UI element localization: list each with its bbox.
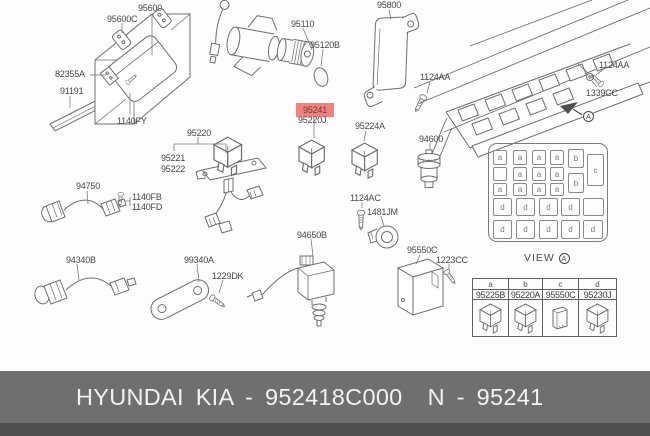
- label-1140FB: 1140FB: [132, 192, 162, 202]
- legend-part-b: 95220A: [509, 290, 543, 300]
- drawing-bolt-1124AC: [356, 209, 366, 231]
- label-99340A: 99340A: [184, 255, 214, 265]
- label-1140FD: 1140FD: [132, 202, 163, 212]
- legend-icon-relay-b: [509, 300, 543, 336]
- legend-header-d: d: [579, 279, 616, 290]
- drawing-arrow-view-a: [560, 102, 583, 116]
- drawing-solenoid-94650B: [246, 255, 335, 327]
- label-94650B: 94650B: [297, 230, 327, 240]
- label-95220: 95220: [187, 128, 212, 138]
- relay-legend-table: a b c d 95225B 95220A 95550C 95230J: [472, 278, 617, 337]
- drawing-sensor-94600: [417, 149, 441, 188]
- view-label: VIEW: [524, 252, 555, 264]
- label-95221: 95221: [161, 153, 186, 163]
- drawing-cover-bracket-95800: [363, 13, 420, 107]
- legend-icon-relay-d: [579, 300, 616, 336]
- relay-slot-b: b: [568, 149, 584, 168]
- label-1124AC: 1124AC: [350, 193, 381, 203]
- label-1124AA-left: 1124AA: [420, 72, 451, 82]
- label-94750: 94750: [76, 181, 101, 191]
- label-1124AA-right: 1124AA: [599, 60, 630, 70]
- footer-banner: HYUNDAI KIA - 952418C000 N - 95241: [0, 371, 650, 423]
- view-a-marker: A: [583, 111, 594, 122]
- relay-slot-b: b: [568, 173, 584, 193]
- relay-slot-a: a: [532, 183, 546, 196]
- drawing-unit-95550C: [396, 258, 445, 316]
- relay-slot-d: d: [583, 220, 603, 239]
- label-1229DK: 1229DK: [212, 271, 244, 281]
- banner-make-part: HYUNDAI KIA - 952418C000: [76, 383, 403, 410]
- drawing-cable-94750: [41, 198, 127, 223]
- label-1481JM: 1481JM: [367, 207, 398, 217]
- view-caption: VIEW A: [524, 252, 570, 264]
- relay-slot-d: d: [516, 198, 535, 216]
- relay-slot-d: d: [516, 220, 535, 239]
- relay-slot-d: d: [539, 198, 558, 216]
- relay-slot-a: a: [493, 183, 507, 196]
- label-95220J: 95220J: [298, 115, 327, 125]
- view-a-circle: A: [558, 252, 570, 264]
- drawing-relay-95224A: [351, 142, 378, 179]
- footer-banner-strip: [0, 423, 650, 436]
- relay-slot-a: a: [532, 167, 546, 181]
- diagram-line-art: [34, 0, 650, 327]
- label-1223CC: 1223CC: [436, 255, 468, 265]
- relay-slot-c: c: [587, 154, 604, 186]
- relay-slot-a: a: [493, 150, 507, 165]
- label-95550C: 95550C: [407, 245, 438, 255]
- drawing-ignition-coil-antenna-95110: [209, 0, 315, 77]
- label-1140FY: 1140FY: [117, 116, 147, 126]
- drawing-screw-1223CC: [442, 268, 458, 286]
- relay-slot-d: d: [561, 220, 580, 239]
- drawing-bolt-1229DK: [208, 293, 227, 310]
- relay-panel-view-a: a a a a a a a a a a a b b c d d d d d d …: [488, 143, 608, 242]
- drawing-clamp-1481JM: [367, 225, 399, 249]
- label-95120B: 95120B: [310, 40, 340, 50]
- relay-slot-a: a: [550, 167, 564, 181]
- label-82355A: 82355A: [55, 69, 85, 79]
- drawing-relay-assembly-95220: [195, 136, 267, 234]
- label-95600: 95600: [138, 3, 163, 13]
- label-95110: 95110: [291, 19, 315, 29]
- relay-slot-a: a: [513, 150, 527, 165]
- label-95222: 95222: [161, 164, 186, 174]
- drawing-bracket-99340A: [150, 279, 210, 320]
- legend-icon-relay-a: [473, 300, 509, 336]
- relay-slot-a: a: [513, 167, 527, 181]
- legend-part-a: 95225B: [473, 290, 509, 300]
- legend-part-c: 95550C: [543, 290, 579, 300]
- banner-part-number: N - 95241: [427, 383, 544, 410]
- highlight-95241: 95241: [296, 103, 334, 117]
- relay-slot-d: d: [539, 220, 558, 239]
- legend-header-a: a: [473, 279, 509, 290]
- relay-slot-a: a: [513, 183, 527, 196]
- relay-slot-d: d: [493, 198, 512, 216]
- label-95224A: 95224A: [355, 121, 385, 131]
- drawing-relay-95241: [298, 139, 325, 176]
- relay-slot-a: a: [532, 150, 546, 165]
- relay-slot-d: d: [561, 198, 580, 216]
- relay-slot-empty: [583, 198, 604, 216]
- legend-part-d: 95230J: [579, 290, 616, 300]
- drawing-control-module-95600: [49, 7, 191, 132]
- label-94600: 94600: [419, 134, 444, 144]
- label-95800: 95800: [377, 0, 402, 10]
- label-1339CC: 1339CC: [586, 88, 618, 98]
- drawing-crash-pad-panel: [413, 0, 650, 159]
- relay-slot-a: a: [550, 150, 564, 165]
- relay-slot-d: d: [493, 220, 512, 239]
- drawing-bolt-1124AA-left: [412, 93, 428, 114]
- legend-header-c: c: [543, 279, 579, 290]
- legend-header-b: b: [509, 279, 543, 290]
- relay-slot-a: a: [550, 183, 564, 196]
- label-95600C: 95600C: [107, 14, 138, 24]
- legend-icon-unit-c: [543, 300, 579, 336]
- leader-lines: [69, 9, 606, 294]
- label-94340B: 94340B: [66, 255, 96, 265]
- drawing-oring-95120B: [313, 67, 329, 87]
- drawing-cable-94340B: [34, 277, 137, 305]
- relay-slot-empty: [493, 167, 507, 181]
- label-91191: 91191: [60, 86, 84, 96]
- label-95241: 95241: [302, 105, 328, 115]
